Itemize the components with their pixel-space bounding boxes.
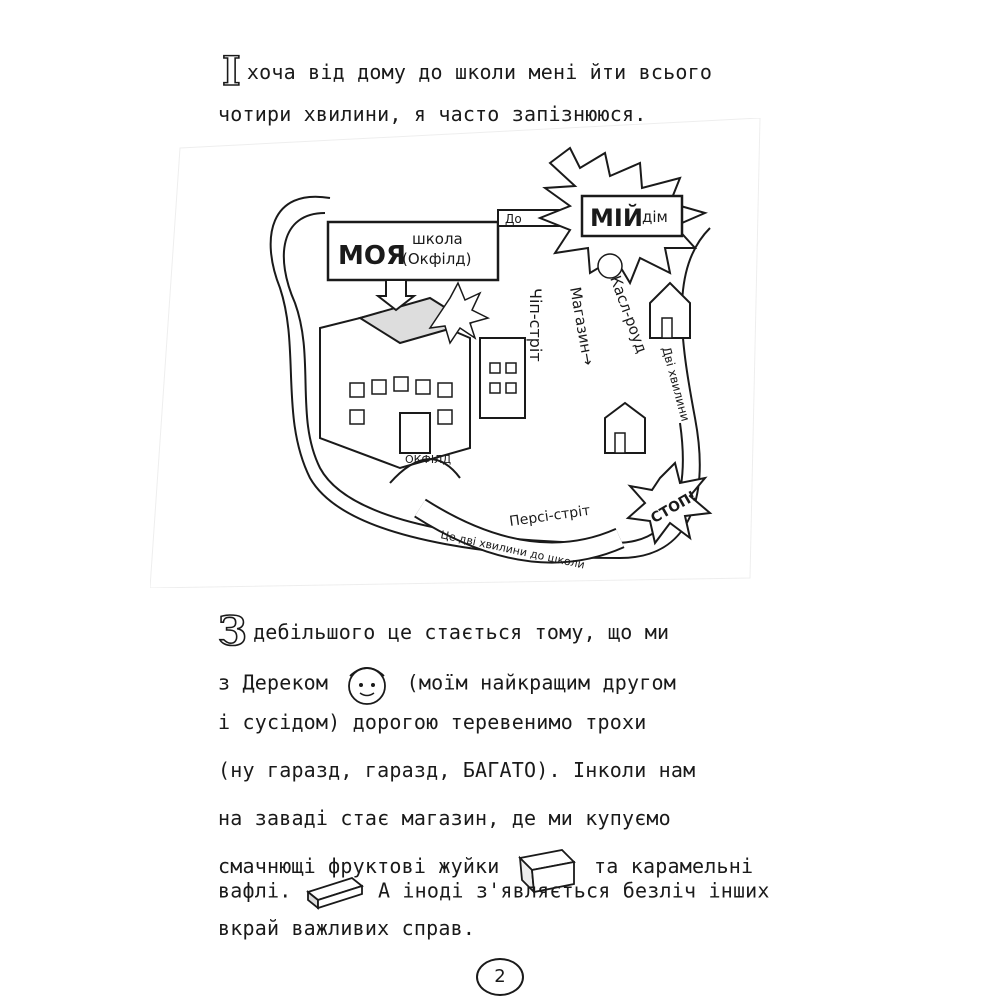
paragraph-2-line-7: вафлі. А іноді з'являється безліч інших bbox=[218, 872, 770, 912]
home-sub-label: дім bbox=[642, 208, 668, 226]
paragraph-2-line-4: (ну гаразд, гаразд, БАГАТО). Інколи нам bbox=[218, 758, 696, 782]
fruit-chews-pack-icon bbox=[517, 848, 576, 894]
text-line: хоча від дому до школи мені йти всього bbox=[246, 60, 713, 84]
text-line: А іноді з'являється безліч інших bbox=[377, 878, 770, 903]
school-building bbox=[319, 296, 526, 470]
text-line: та карамельні bbox=[594, 854, 754, 878]
paragraph-2-line-5: на заваді стає магазин, де ми купуємо bbox=[218, 806, 671, 830]
home-label-box bbox=[580, 194, 684, 238]
route-map-illustration: ОКФІЛД МОЯ школа (Окфілд) До МІЙ дім bbox=[150, 118, 761, 588]
to-label: До bbox=[505, 212, 522, 226]
home-word-label: МІЙ bbox=[590, 203, 643, 232]
school-sub-label-1: школа bbox=[412, 230, 463, 248]
page-number: 2 bbox=[476, 958, 524, 996]
school-word-label: МОЯ bbox=[338, 241, 406, 271]
caramel-wafer-icon bbox=[305, 876, 364, 910]
drop-cap-z: З bbox=[217, 608, 248, 655]
paragraph-1-line-2: чотири хвилини, я часто запізнююся. bbox=[218, 102, 647, 126]
school-sign-label: ОКФІЛД bbox=[405, 453, 451, 466]
paragraph-2-line-3: і сусідом) дорогою теревенимо трохи bbox=[218, 710, 647, 734]
outer-road bbox=[269, 195, 711, 560]
paragraph-2-line-2: з Дереком (моїм найкращим другом bbox=[218, 660, 676, 708]
school-arrow-down bbox=[375, 279, 417, 312]
school-label-box: МОЯ школа (Окфілд) bbox=[326, 220, 500, 312]
text-line: вафлі. bbox=[218, 878, 292, 903]
home-house bbox=[649, 281, 691, 339]
friend-face-icon bbox=[597, 253, 623, 279]
school-burst bbox=[428, 281, 491, 345]
shop-house bbox=[604, 401, 646, 454]
banner-fill bbox=[415, 500, 624, 562]
paragraph-2-line-8: вкрай важливих справ. bbox=[218, 916, 476, 940]
chip-street-label: Чіп-стріт bbox=[526, 288, 545, 362]
text-line: дебільшого це стається тому, що ми bbox=[253, 620, 670, 644]
stop-star bbox=[625, 461, 713, 546]
paragraph-2-line-6: смачнющі фруктові жуйки та карамельні bbox=[218, 836, 753, 896]
gate-arch bbox=[389, 458, 461, 484]
school-sub-label-2: (Окфілд) bbox=[402, 250, 472, 268]
drop-cap-i: І bbox=[221, 48, 241, 95]
derek-face-icon bbox=[348, 667, 387, 705]
text-line: смачнющі фруктові жуйки bbox=[218, 854, 500, 878]
text-line: (моїм найкращим другом bbox=[406, 670, 676, 695]
text-line: з Дереком bbox=[218, 670, 329, 695]
